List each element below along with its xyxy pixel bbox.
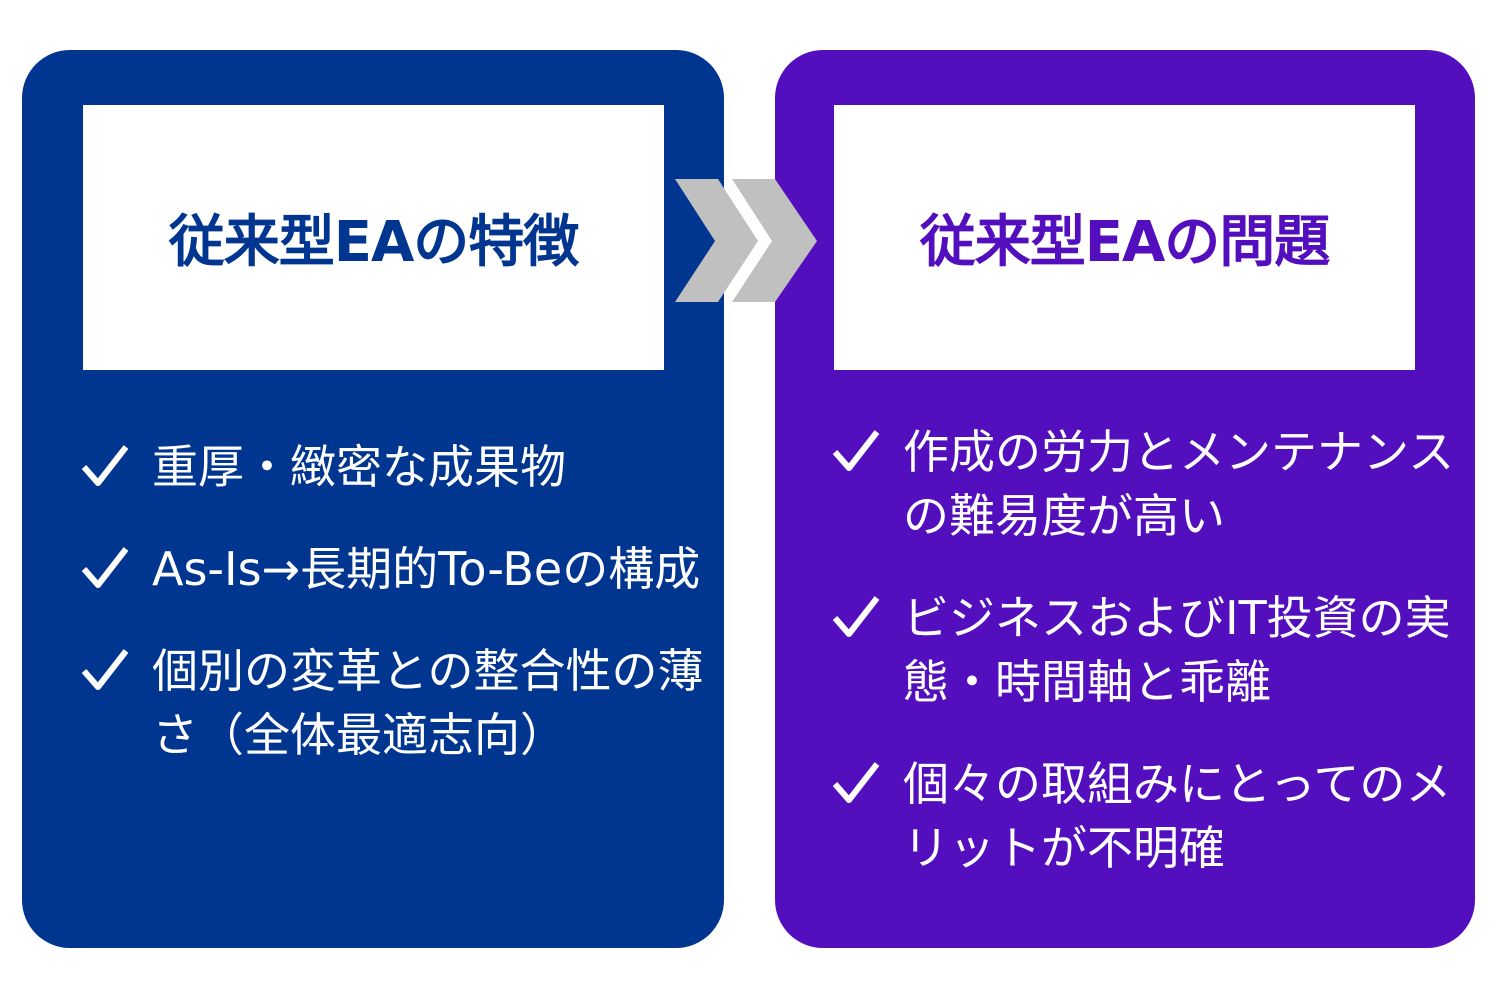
list-item-text: 重厚・緻密な成果物 bbox=[152, 440, 566, 494]
chevron-1 bbox=[675, 179, 758, 302]
check-icon bbox=[81, 547, 129, 588]
list-item: As-Is→長期的To-Beの構成 bbox=[80, 537, 710, 601]
chevron-2 bbox=[732, 179, 817, 302]
list-item-text: 個別の変革との整合性の薄さ（全体最適志向） bbox=[152, 644, 704, 762]
check-icon bbox=[832, 596, 880, 637]
traditional-ea-problems-panel: 従来型EAの問題 作成の労力とメンテナンスの難易度が高い ビジネスおよびIT投資… bbox=[775, 50, 1475, 948]
check-icon bbox=[81, 445, 129, 486]
check-icon bbox=[832, 430, 880, 471]
list-item: 個別の変革との整合性の薄さ（全体最適志向） bbox=[80, 639, 710, 767]
list-item-text: 個々の取組みにとってのメリットが不明確 bbox=[903, 757, 1452, 875]
check-icon bbox=[81, 649, 129, 690]
features-list: 重厚・緻密な成果物 As-Is→長期的To-Beの構成 個別の変革との整合性の薄… bbox=[80, 435, 710, 805]
problems-list: 作成の労力とメンテナンスの難易度が高い ビジネスおよびIT投資の実態・時間軸と乖… bbox=[831, 420, 1471, 918]
list-item: ビジネスおよびIT投資の実態・時間軸と乖離 bbox=[831, 586, 1471, 714]
features-title: 従来型EAの特徴 bbox=[168, 210, 580, 275]
list-item-text: As-Is→長期的To-Beの構成 bbox=[152, 542, 701, 596]
list-item: 重厚・緻密な成果物 bbox=[80, 435, 710, 499]
list-item: 個々の取組みにとってのメリットが不明確 bbox=[831, 752, 1471, 880]
check-icon bbox=[832, 762, 880, 803]
problems-title-box: 従来型EAの問題 bbox=[834, 105, 1415, 370]
list-item: 作成の労力とメンテナンスの難易度が高い bbox=[831, 420, 1471, 548]
features-title-box: 従来型EAの特徴 bbox=[83, 105, 664, 370]
list-item-text: 作成の労力とメンテナンスの難易度が高い bbox=[903, 425, 1455, 543]
problems-title: 従来型EAの問題 bbox=[919, 210, 1331, 275]
traditional-ea-features-panel: 従来型EAの特徴 重厚・緻密な成果物 As-Is→長期的To-Beの構成 個別の… bbox=[22, 50, 724, 948]
list-item-text: ビジネスおよびIT投資の実態・時間軸と乖離 bbox=[903, 591, 1451, 709]
